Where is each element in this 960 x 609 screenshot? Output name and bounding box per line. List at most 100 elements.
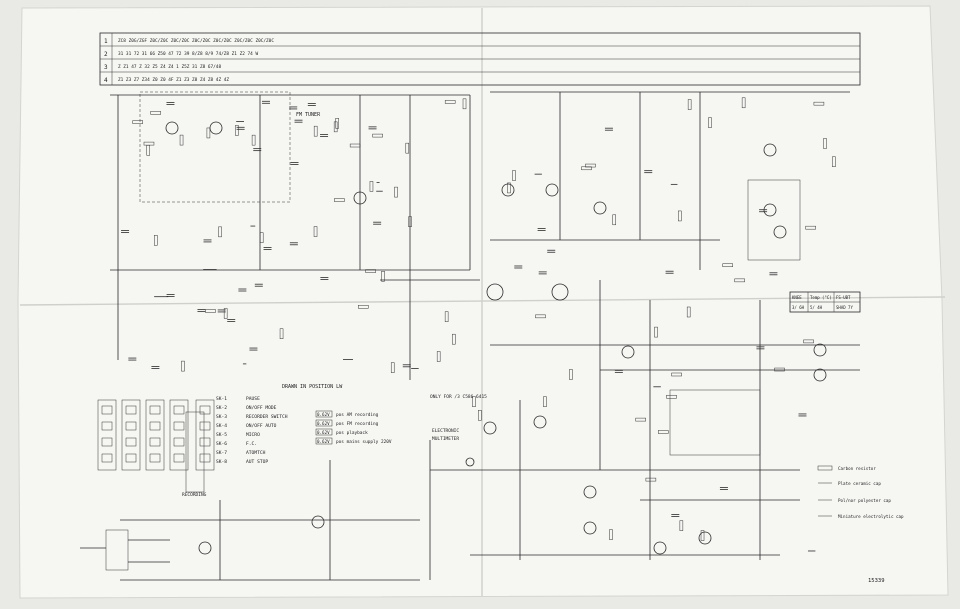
resistor — [444, 311, 449, 322]
resistor — [279, 328, 284, 339]
circuit-body — [80, 91, 860, 581]
switch-contact — [199, 421, 211, 431]
svg-text:SK-4: SK-4 — [216, 423, 227, 429]
resistor — [179, 134, 184, 146]
spec-table: KNEE Temp (°C) FS-UBT 3/ 6H 5/ 4H SHAD 7… — [789, 291, 861, 313]
switch-contact — [101, 421, 113, 431]
svg-text:pos mains supply 220V: pos mains supply 220V — [336, 439, 392, 445]
resistor — [372, 133, 383, 138]
switch-item: SK-6 F.C. — [216, 441, 257, 447]
resistor — [722, 263, 733, 267]
svg-text:Miniature electrolytic cap: Miniature electrolytic cap — [838, 514, 904, 519]
header-row-2: 31 31 72 31 66 Z50 47 72 39 8/Z8 8/9 74/… — [118, 51, 258, 57]
resistor — [334, 198, 345, 202]
transistor — [773, 225, 787, 239]
switch-contact — [199, 453, 211, 463]
amplifier-block — [669, 389, 761, 456]
connector — [551, 283, 569, 301]
resistor — [408, 216, 412, 227]
multimeter-label: MULTIMETER — [432, 436, 459, 442]
svg-text:SK-5: SK-5 — [216, 432, 227, 438]
svg-text:pos playback: pos playback — [336, 430, 368, 436]
transistor — [311, 515, 325, 529]
svg-text:FS-UBT: FS-UBT — [836, 295, 851, 300]
svg-text:Plate ceramic cap: Plate ceramic cap — [838, 481, 881, 486]
switch-contact — [173, 453, 185, 463]
transistor — [621, 345, 635, 359]
svg-text:SK-2: SK-2 — [216, 405, 227, 411]
transistor — [653, 541, 667, 555]
transistor — [501, 183, 515, 197]
resistor — [535, 314, 546, 319]
header-row-3: Z Z1 47 Z 32 Z5 Z4 Z4 1 Z5Z 31 Z8 67/48 — [118, 64, 221, 70]
switch-contact — [149, 437, 161, 447]
svg-text:SK-3: SK-3 — [216, 414, 227, 420]
electronic-label: ELECTRONIC — [432, 428, 459, 434]
resistor — [507, 182, 511, 194]
voltage-note: 0.62V pos mains supply 220V — [315, 437, 392, 445]
transistor — [583, 521, 597, 535]
resistor — [687, 99, 692, 110]
switch-bank — [121, 399, 141, 471]
svg-text:0.62V: 0.62V — [317, 412, 330, 417]
resistor — [805, 225, 816, 230]
resistor — [635, 417, 646, 422]
resistor — [813, 101, 825, 106]
resistor — [472, 396, 476, 407]
switch-bank — [195, 399, 215, 471]
resistor — [700, 530, 705, 541]
switch-contact — [149, 405, 161, 415]
resistor — [381, 271, 385, 282]
resistor — [218, 226, 222, 238]
transistor — [545, 183, 559, 197]
svg-text:ON/OFF MODE: ON/OFF MODE — [246, 405, 277, 411]
svg-text:4: 4 — [104, 77, 108, 84]
resistor — [452, 333, 456, 345]
resistor — [150, 111, 161, 115]
recording-switch — [185, 411, 205, 493]
resistor — [803, 339, 814, 344]
svg-text:5/ 4H: 5/ 4H — [810, 305, 823, 310]
svg-text:0.62V: 0.62V — [317, 439, 330, 444]
switch-contact — [101, 405, 113, 415]
resistor — [585, 163, 596, 168]
switch-contact — [173, 437, 185, 447]
fm-tuner-label: FM TUNER — [296, 112, 321, 118]
resistor — [678, 210, 682, 222]
resistor — [132, 120, 143, 124]
transistor — [813, 368, 827, 382]
resistor — [223, 308, 228, 319]
switch-contact — [173, 421, 185, 431]
resistor — [686, 306, 691, 318]
svg-text:F.C.: F.C. — [246, 441, 257, 447]
resistor — [313, 125, 318, 137]
transistor — [198, 541, 212, 555]
test-point — [465, 457, 475, 467]
switch-contact — [149, 453, 161, 463]
resistor — [671, 372, 682, 377]
transistor — [533, 415, 547, 429]
resistor — [654, 326, 658, 338]
svg-text:2: 2 — [104, 51, 108, 58]
switch-contact — [101, 453, 113, 463]
resistor — [369, 181, 374, 192]
switch-bank — [145, 399, 165, 471]
fold-line-horizontal — [19, 296, 946, 306]
resistor — [154, 235, 158, 246]
recording-label: RECORDING — [182, 492, 207, 498]
svg-text:SK-6: SK-6 — [216, 441, 227, 447]
svg-text:AUT STOP: AUT STOP — [246, 459, 268, 465]
tuner-block — [139, 91, 291, 203]
only-for-label: ONLY FOR /3 C586 6415 — [430, 394, 487, 400]
header-row-1: ZC8 Z0G/ZGF Z0C/Z0C Z0C/Z0C Z0C/Z0C Z0C/… — [118, 38, 274, 44]
switch-contact — [125, 421, 137, 431]
